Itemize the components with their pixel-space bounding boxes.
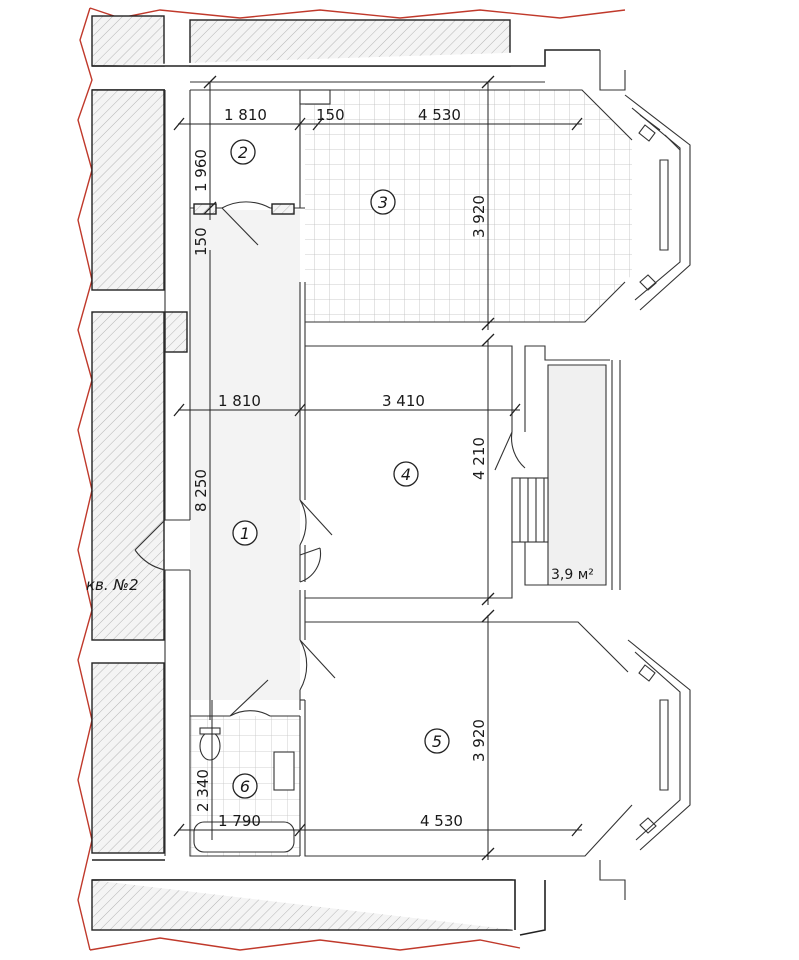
dim-4210: 4 210 [470, 437, 488, 480]
room-marker-1: 1 [232, 520, 258, 546]
dim-3410: 3 410 [382, 392, 425, 410]
room-number: 3 [378, 193, 388, 212]
dim-8250: 8 250 [192, 469, 210, 512]
dimension-lines [178, 82, 582, 860]
dim-3920-bottom: 3 920 [470, 719, 488, 762]
balcony-area-label: 3,9 м² [551, 567, 594, 583]
bay-window-top [624, 94, 691, 311]
balcony-window [511, 477, 549, 543]
balcony-floor [548, 365, 606, 585]
room-marker-5: 5 [424, 728, 450, 754]
wall-hatch-room2 [193, 203, 217, 215]
room-number: 6 [240, 777, 250, 796]
dim-4530-top: 4 530 [418, 106, 461, 124]
dim-1790: 1 790 [218, 812, 261, 830]
doors [134, 201, 526, 717]
dim-150-left: 150 [192, 227, 210, 256]
dim-1810-top: 1 810 [224, 106, 267, 124]
room-number: 2 [238, 143, 248, 162]
dimension-ticks [173, 75, 583, 861]
room-number: 1 [240, 524, 250, 543]
bay-window-bottom [627, 639, 691, 851]
room-number: 5 [432, 732, 442, 751]
room-1-floor [190, 210, 300, 700]
dimension-labels: 1 810 150 4 530 1 960 3 920 150 1 810 3 … [192, 106, 488, 830]
dim-1960: 1 960 [192, 149, 210, 192]
room-marker-3: 3 [370, 189, 396, 215]
dim-4530-bottom: 4 530 [420, 812, 463, 830]
exterior-walls [91, 15, 600, 936]
dim-1810-mid: 1 810 [218, 392, 261, 410]
interior-walls [164, 50, 633, 900]
room-marker-2: 2 [230, 139, 256, 165]
room-3-floor [305, 90, 632, 322]
room-marker-6: 6 [232, 773, 258, 799]
dim-2340: 2 340 [194, 769, 212, 812]
dim-150-top: 150 [316, 106, 345, 124]
room-markers: 2 3 4 1 5 6 [230, 139, 450, 799]
dim-3920-top: 3 920 [470, 195, 488, 238]
apartment-label: кв. №2 [86, 576, 139, 594]
room-marker-4: 4 [393, 461, 419, 487]
wall-hatch-room2b [271, 203, 295, 215]
room-number: 4 [401, 465, 411, 484]
